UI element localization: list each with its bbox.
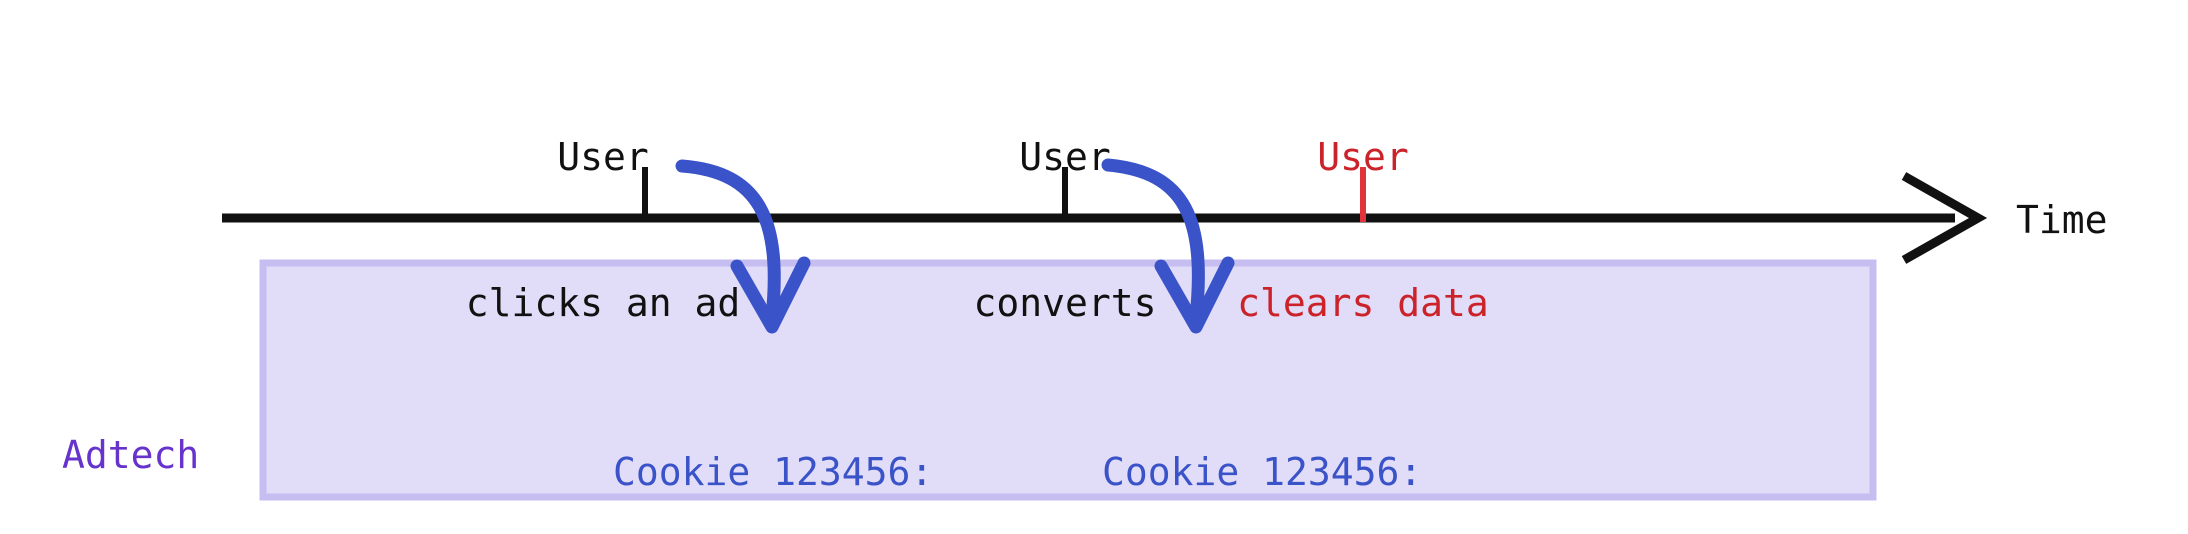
curved-arrow-ad-click	[675, 159, 781, 325]
event-label-ad-click-line2: clicks an ad	[465, 281, 741, 326]
curved-arrow-conversion-head-icon	[1154, 256, 1235, 334]
event-label-clear-data-line2: clears data	[1237, 281, 1489, 326]
server-log-converted: Cookie 123456: Converted	[1102, 349, 1422, 534]
timeline-arrowhead-icon	[1901, 172, 1988, 264]
curved-arrow-ad-click-head-icon	[730, 256, 811, 334]
server-log-ad-clicked: Cookie 123456: Ad clicked	[613, 349, 933, 534]
event-label-ad-click-line1: User	[557, 135, 649, 180]
event-label-conversion: User converts	[885, 36, 1245, 425]
adtech-server-box	[259, 259, 1877, 501]
adtech-server-label: Adtech server	[62, 332, 252, 534]
event-label-ad-click: User clicks an ad	[403, 36, 803, 425]
event-label-clear-data: User clears data	[1203, 36, 1523, 425]
time-axis-label: Time	[2016, 198, 2108, 242]
curved-arrow-conversion	[1101, 158, 1205, 325]
event-label-conversion-line2: converts	[973, 281, 1157, 326]
adtech-server-label-line1: Adtech	[62, 432, 200, 477]
event-label-clear-data-line1: User	[1317, 135, 1409, 180]
server-log-ad-clicked-line1: Cookie 123456:	[613, 449, 934, 494]
event-label-conversion-line1: User	[1019, 135, 1111, 180]
server-log-converted-line1: Cookie 123456:	[1102, 449, 1423, 494]
